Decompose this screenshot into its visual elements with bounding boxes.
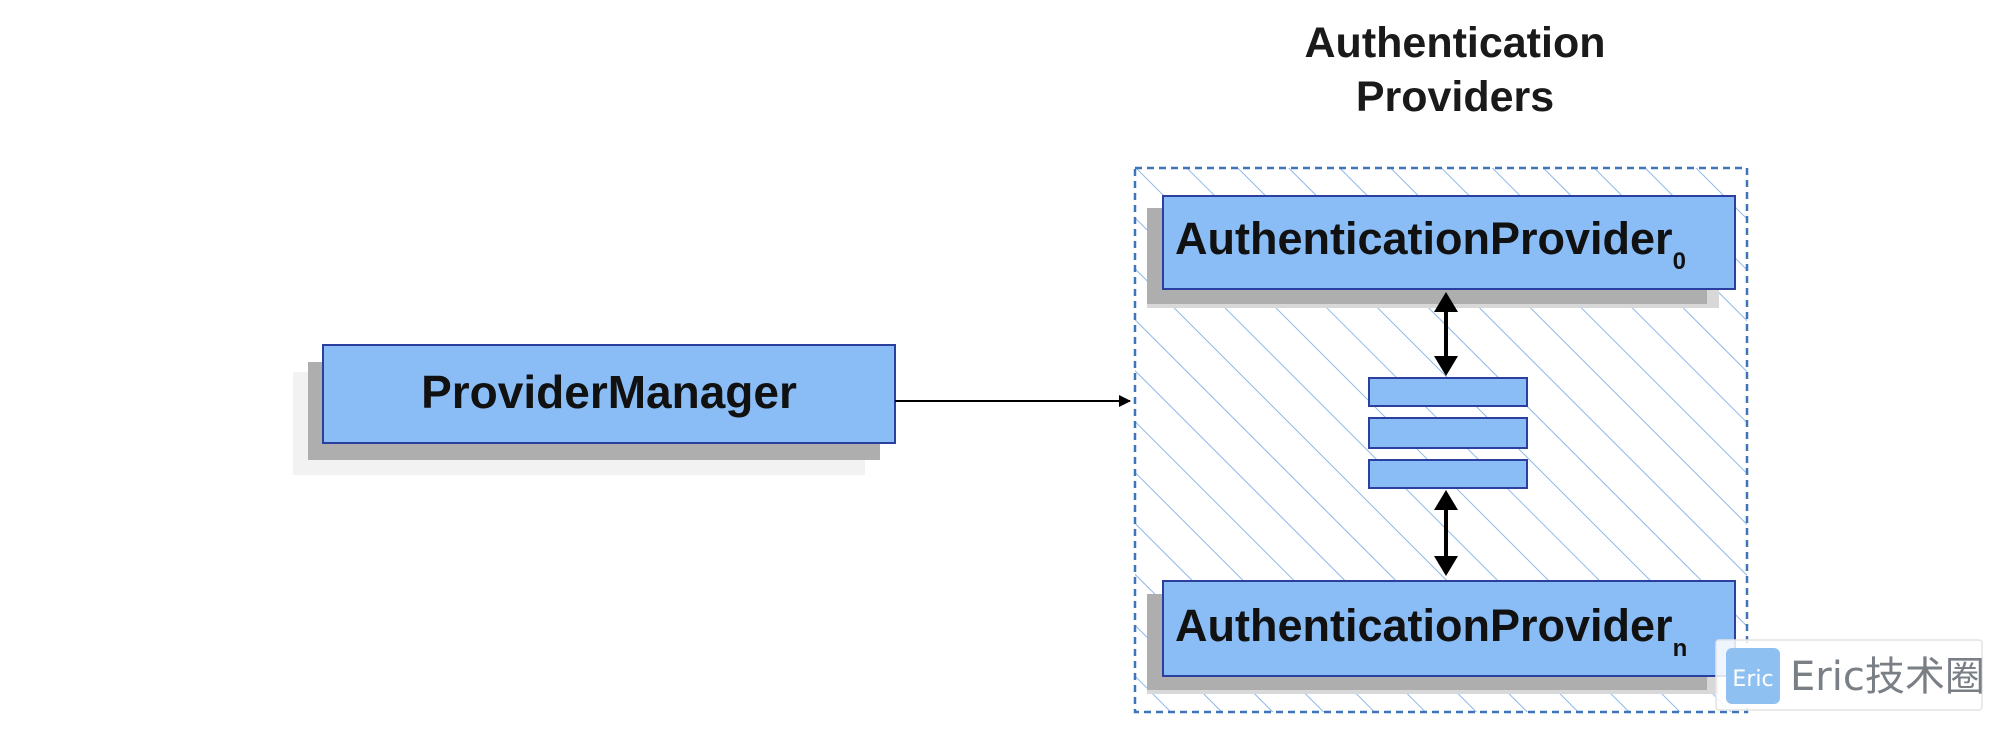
provider-last-subscript: n bbox=[1673, 635, 1688, 662]
provider-manager-box: ProviderManager bbox=[293, 344, 896, 475]
group-title-line1: Authentication bbox=[1305, 19, 1606, 67]
provider-manager-label: ProviderManager bbox=[421, 366, 797, 418]
intermediate-provider-bar-1 bbox=[1368, 377, 1528, 407]
authentication-provider-first-box: AuthenticationProvider0 bbox=[1147, 195, 1736, 308]
watermark-badge bbox=[1726, 648, 1780, 704]
authentication-provider-last-box: AuthenticationProvidern bbox=[1147, 580, 1736, 694]
intermediate-provider-bar-2 bbox=[1368, 417, 1528, 449]
provider-last-label-group: AuthenticationProvidern bbox=[1175, 600, 1687, 662]
provider-first-label-group: AuthenticationProvider0 bbox=[1175, 213, 1686, 275]
provider-first-subscript: 0 bbox=[1673, 248, 1686, 275]
provider-last-label: AuthenticationProvider bbox=[1175, 600, 1673, 651]
watermark-badge-text: Eric bbox=[1732, 667, 1773, 692]
double-arrow-top bbox=[1434, 292, 1458, 376]
intermediate-provider-bar-3 bbox=[1368, 459, 1528, 489]
intermediate-providers-stack bbox=[1368, 377, 1528, 489]
group-title-line2: Providers bbox=[1356, 73, 1554, 121]
provider-first-label: AuthenticationProvider bbox=[1175, 213, 1673, 264]
watermark: Eric Eric技术圈 bbox=[1715, 639, 1985, 711]
double-arrow-bottom bbox=[1434, 490, 1458, 576]
watermark-text: Eric技术圈 bbox=[1790, 654, 1985, 700]
